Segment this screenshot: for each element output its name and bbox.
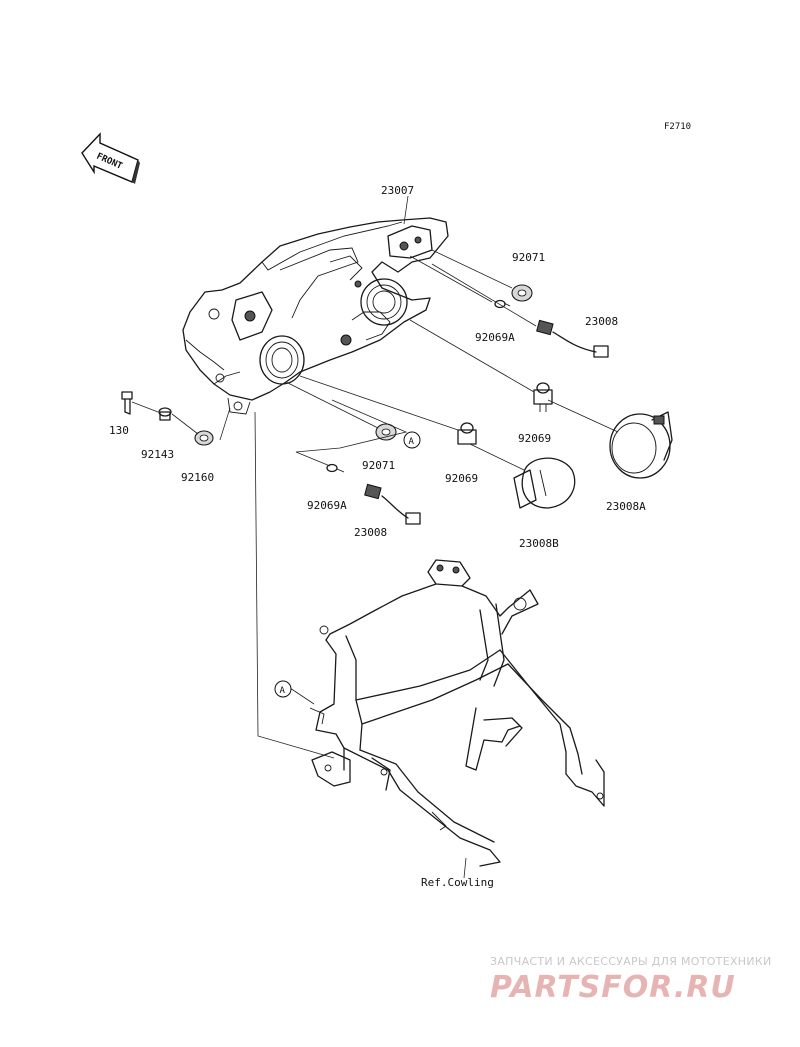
watermark-tagline: ЗАПЧАСТИ И АКСЕССУАРЫ ДЛЯ МОТОТЕХНИКИ	[490, 955, 772, 968]
grommet-mount	[194, 430, 214, 446]
label-92069-lower: 92069	[445, 472, 478, 485]
leader-lines	[131, 195, 619, 879]
label-92069-upper: 92069	[518, 432, 551, 445]
grommet-upper	[511, 284, 533, 302]
label-92143: 92143	[141, 448, 174, 461]
callout-a-upper: A	[403, 431, 421, 449]
bulb-h7-upper	[533, 382, 553, 412]
collar	[158, 407, 172, 421]
figure-code: F2710	[664, 122, 691, 132]
cowling-stay-frame	[309, 559, 605, 867]
label-23008a: 23008A	[606, 500, 646, 513]
label-23007: 23007	[381, 184, 414, 197]
bolt	[121, 391, 133, 415]
cap-upper	[609, 411, 673, 479]
label-23008-lower: 23008	[354, 526, 387, 539]
label-92071-upper: 92071	[512, 251, 545, 264]
label-23008b: 23008B	[519, 537, 559, 550]
watermark-brand: PARTSFOR.RU	[490, 970, 736, 1005]
label-130: 130	[109, 424, 129, 437]
socket-upper	[536, 319, 609, 358]
callout-a-lower: A	[274, 680, 292, 698]
svg-text:A: A	[409, 437, 415, 447]
svg-text:A: A	[280, 686, 286, 696]
label-92160: 92160	[181, 471, 214, 484]
front-arrow-icon: FRONT	[81, 132, 140, 184]
bulb-h7-lower	[457, 422, 477, 445]
cap-lower	[513, 457, 576, 509]
label-92071-lower: 92071	[362, 459, 395, 472]
bulb-wedge-upper	[494, 299, 511, 309]
bulb-wedge-lower	[326, 463, 345, 473]
label-92069a-upper: 92069A	[475, 331, 515, 344]
socket-lower	[364, 483, 421, 525]
label-23008-upper: 23008	[585, 315, 618, 328]
ref-cowling-label: Ref.Cowling	[421, 876, 494, 889]
headlight-housing	[182, 217, 449, 415]
label-92069a-lower: 92069A	[307, 499, 347, 512]
